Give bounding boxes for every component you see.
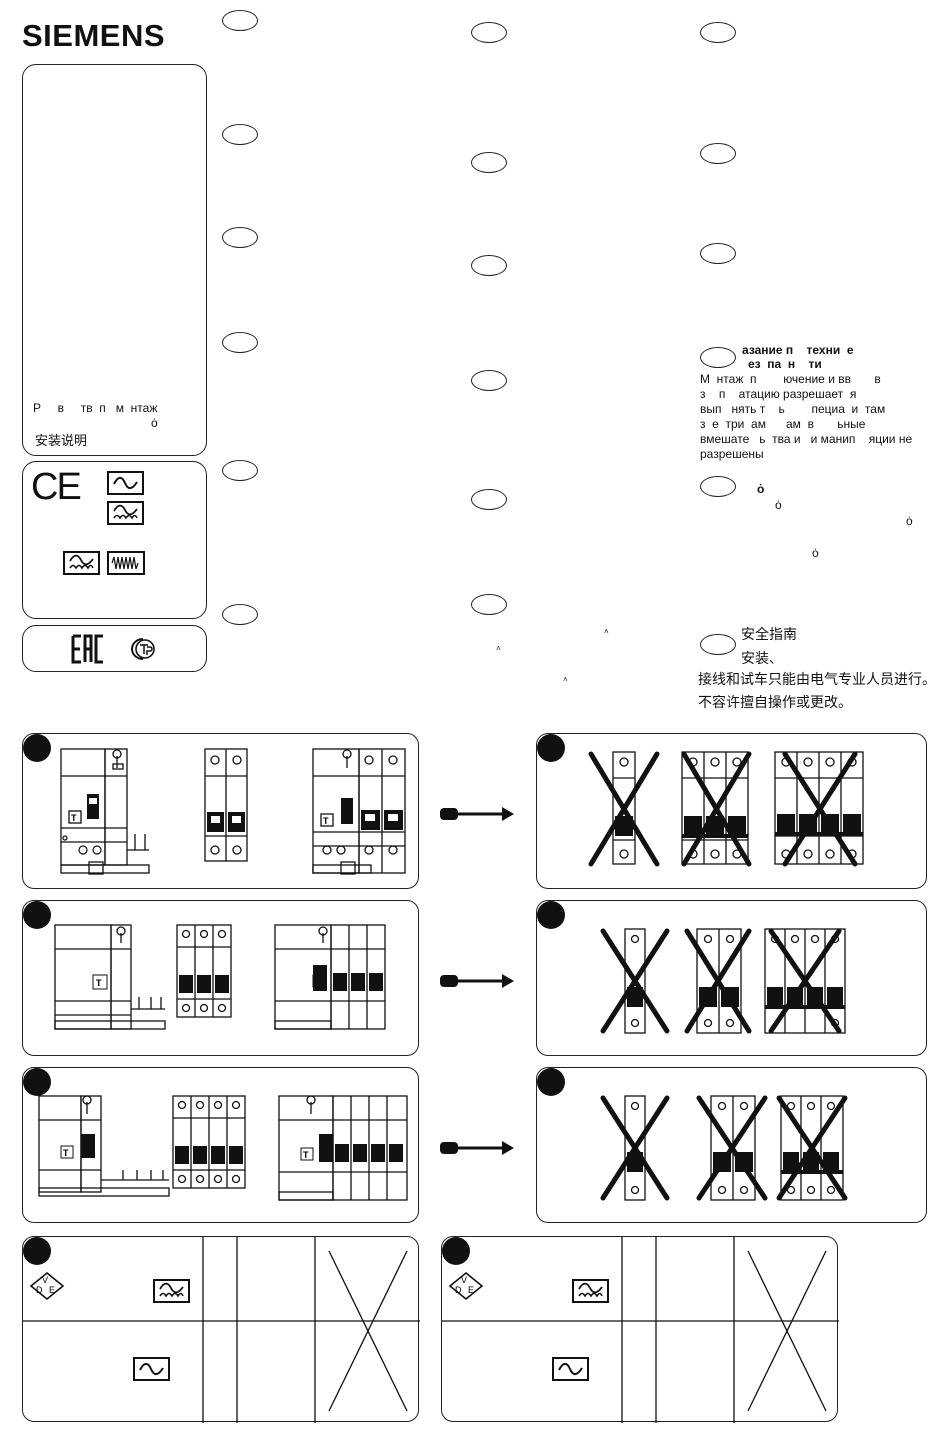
arrow-right-icon <box>440 974 514 988</box>
svg-text:T: T <box>71 813 77 823</box>
svg-text:T: T <box>303 1150 309 1160</box>
lang-oval-1 <box>222 10 258 31</box>
lang-oval-12 <box>471 594 507 615</box>
lang-oval-13 <box>700 22 736 43</box>
ru-safety-title-2: ез па н ти <box>748 357 822 371</box>
step-marker <box>23 1068 51 1096</box>
step-marker <box>23 734 51 762</box>
ac-current-icon <box>133 1357 170 1381</box>
step-marker <box>442 1237 470 1265</box>
step-marker <box>537 734 565 762</box>
ru-body-line: М нтаж п ючение и вв в <box>700 372 881 386</box>
symbol-box: CE <box>22 461 207 619</box>
svg-text:V: V <box>42 1275 48 1285</box>
zh-safety-line3: 不容许擅自操作或更改。 <box>698 695 852 711</box>
ac-dc-pulse-icon-2 <box>63 551 100 575</box>
mount-panel-1-left: T T <box>22 733 419 889</box>
lang-oval-14 <box>700 143 736 164</box>
cross-out-icon <box>600 928 842 1034</box>
stray-mark-3: ˄ <box>563 675 568 684</box>
lang-oval-9 <box>471 255 507 276</box>
eac-mark-icon <box>71 634 103 664</box>
lang-oval-6 <box>222 604 258 625</box>
lang-oval-7 <box>471 22 507 43</box>
ru-body-line: вып нять т ь пециа и там <box>700 402 886 416</box>
svg-text:T: T <box>63 1148 69 1158</box>
mount-panel-2-right <box>536 900 927 1056</box>
ru-safety-title-1: азание п техни е <box>742 343 854 357</box>
mount-panel-3-right <box>536 1067 927 1223</box>
brand-logo: SIEMENS <box>22 18 166 53</box>
zh-safety-line1: 安装、 <box>741 651 783 667</box>
step-marker <box>537 1068 565 1096</box>
step-marker <box>23 1237 51 1265</box>
lang-oval-4 <box>222 332 258 353</box>
step-marker <box>537 901 565 929</box>
incorrect-assembly-drawing <box>600 1095 848 1201</box>
rcd-assembly-drawing: T T <box>54 924 386 1030</box>
lang-oval-11 <box>471 489 507 510</box>
mount-panel-1-right <box>536 733 927 889</box>
lang-oval-zh <box>700 634 736 655</box>
ac-current-icon <box>107 471 144 495</box>
svg-text:E: E <box>49 1285 55 1295</box>
lang-oval-2 <box>222 124 258 145</box>
incorrect-assembly-drawing <box>588 751 864 867</box>
svg-text:E: E <box>468 1285 474 1295</box>
arrow-right-icon <box>440 1141 514 1155</box>
mount-panel-2-left: T T <box>22 900 419 1056</box>
svg-text:T: T <box>323 816 329 826</box>
stray-mark-2: ˄ <box>496 644 501 653</box>
cross-out-icon <box>588 751 858 867</box>
lang-oval-3 <box>222 227 258 248</box>
zh-safety-title: 安全指南 <box>741 627 797 643</box>
mount-panel-3-left: T T <box>22 1067 419 1223</box>
ru-mark-bold: ȯ <box>757 482 765 496</box>
incorrect-assembly-drawing <box>600 928 846 1034</box>
ru-safety-body: М нтаж п ючение и вв в з п атацию разреш… <box>700 372 940 462</box>
ru-mark-3: ȯ <box>812 546 819 560</box>
lang-oval-8 <box>471 152 507 173</box>
rcd-assembly-drawing: T T <box>38 1095 408 1201</box>
cross-out-icon <box>600 1095 848 1201</box>
svg-text:V: V <box>461 1275 467 1285</box>
ac-dc-pulse-icon <box>107 501 144 525</box>
ce-mark: CE <box>31 466 82 508</box>
cover-box: Р в тв п м нтаж ȯ 安装说明 <box>22 64 207 456</box>
ru-body-line: з п атацию разрешает я <box>700 387 857 401</box>
ru-body-line: разрешены <box>700 447 764 461</box>
svg-text:D: D <box>455 1285 462 1295</box>
svg-text:T: T <box>96 978 102 988</box>
svg-text:D: D <box>36 1285 43 1295</box>
certification-box <box>22 625 207 672</box>
lang-oval-16 <box>700 476 736 497</box>
ru-mark-1: ȯ <box>775 498 782 512</box>
ac-dc-pulse-icon <box>572 1279 609 1303</box>
ac-current-icon <box>552 1357 589 1381</box>
cover-title-ru: Р в тв п м нтаж <box>33 401 158 415</box>
rating-table-grid <box>442 1237 839 1423</box>
ac-dc-pulse-icon <box>153 1279 190 1303</box>
lang-oval-10 <box>471 370 507 391</box>
rating-table-grid <box>23 1237 420 1423</box>
gost-r-mark-icon <box>131 638 155 660</box>
lang-oval-ru <box>700 347 736 368</box>
rcd-assembly-drawing: T T <box>60 748 406 875</box>
ru-body-line: вмешате ь тва и и манип яции не <box>700 432 913 446</box>
lang-oval-15 <box>700 243 736 264</box>
arrow-right-icon <box>440 807 514 821</box>
step-marker <box>23 901 51 929</box>
cover-title-ru-mark: ȯ <box>151 416 158 430</box>
lang-oval-5 <box>222 460 258 481</box>
stray-mark-1: ˄ <box>604 627 609 636</box>
ru-mark-2: ȯ <box>906 514 913 528</box>
hf-current-icon <box>107 551 145 575</box>
ru-body-line: з е три ам ам в ьные <box>700 417 866 431</box>
zh-safety-line2: 接线和试车只能由电气专业人员进行。 <box>698 672 936 688</box>
cover-title-zh: 安装说明 <box>35 434 88 449</box>
